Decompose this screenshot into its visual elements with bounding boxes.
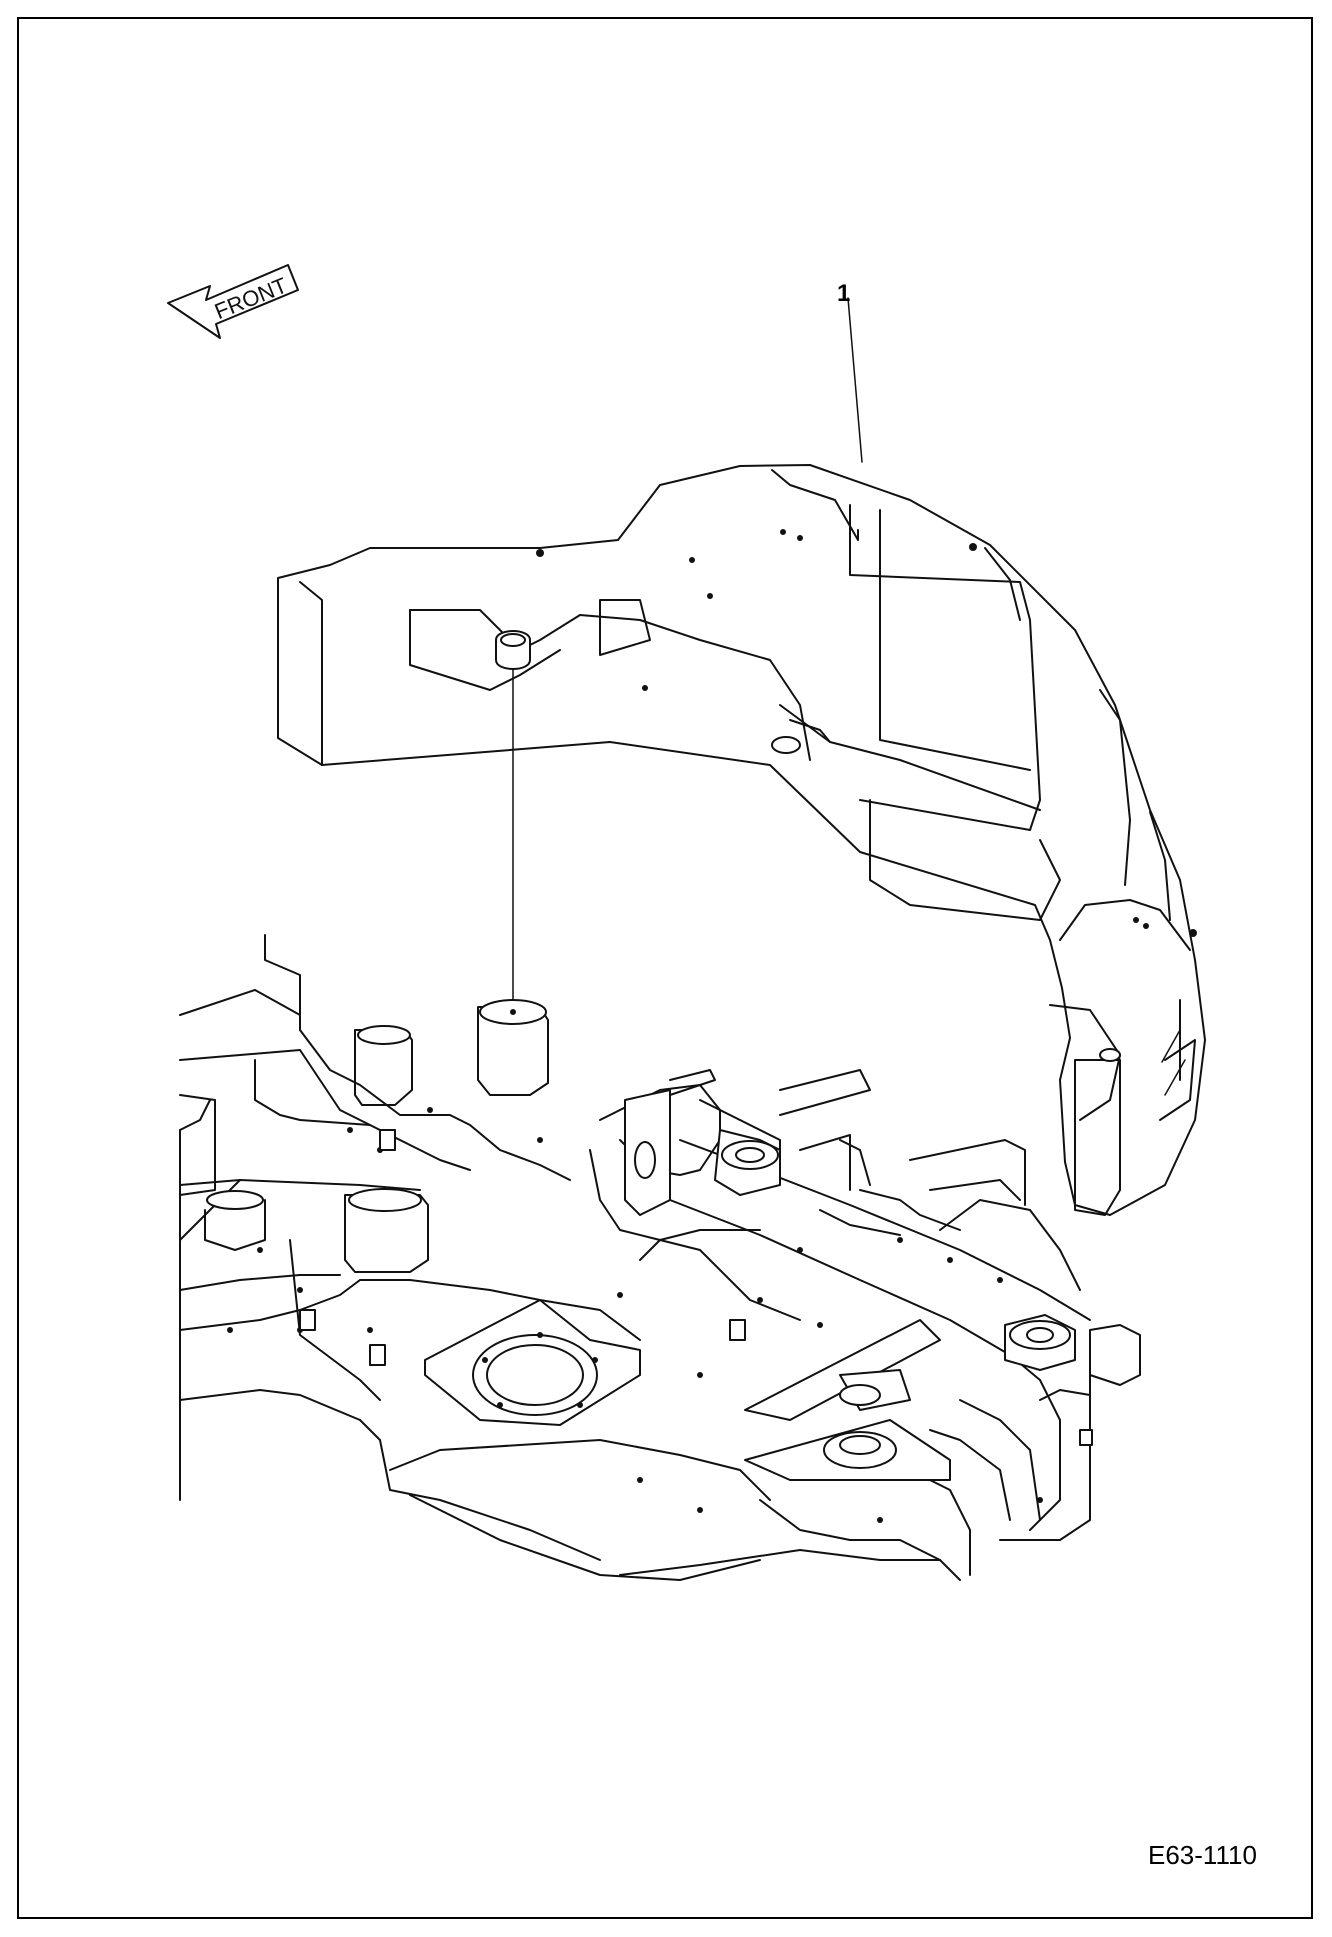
drawing-border (17, 17, 1313, 1919)
front-direction-arrow: FRONT (167, 264, 299, 339)
upper-frame-structure (179, 934, 1141, 1581)
figure-id-label: E63-1110 (1148, 1840, 1257, 1870)
counterweight-part (277, 464, 1206, 1216)
part-callout-number: 1 (837, 280, 851, 307)
callout-leader-line (847, 297, 863, 463)
